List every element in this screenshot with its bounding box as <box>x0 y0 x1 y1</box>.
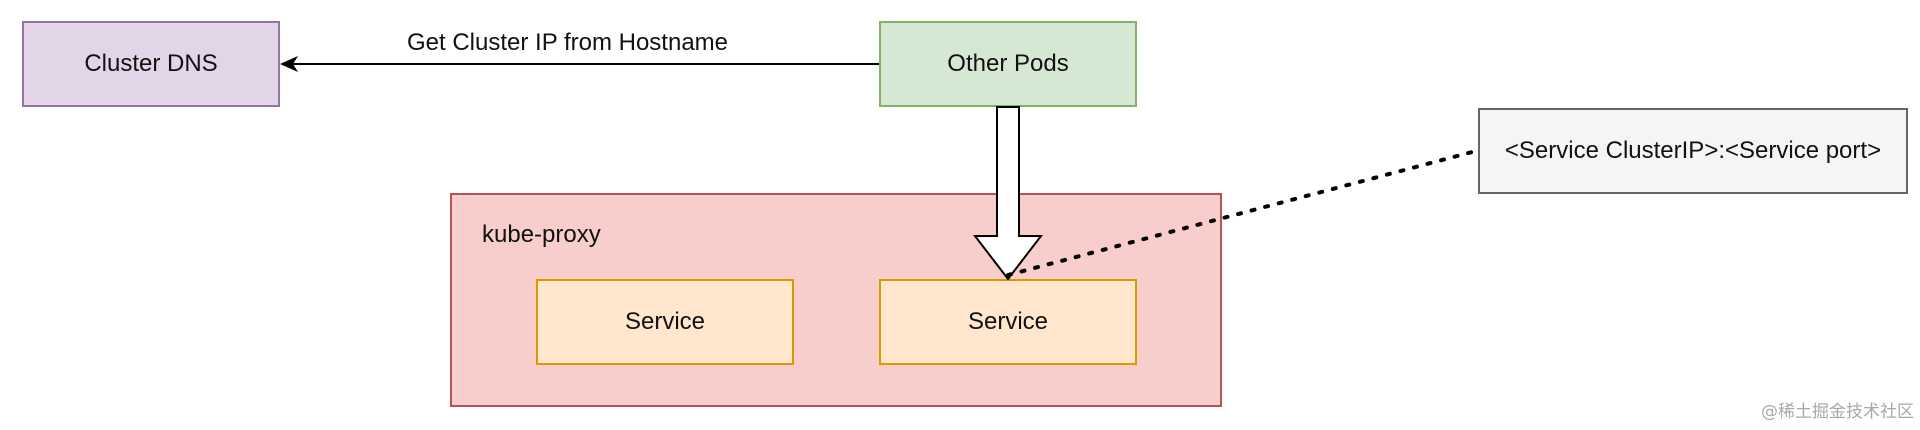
service-to-clusterip-dotted-edge <box>1006 149 1478 277</box>
cluster-dns-label: Cluster DNS <box>84 50 218 77</box>
dns-lookup-edge-label: Get Cluster IP from Hostname <box>407 29 728 56</box>
pods-to-service-block-arrow <box>972 106 1044 281</box>
kube-proxy-label: kube-proxy <box>482 221 601 248</box>
dns-lookup-arrowhead <box>280 56 298 72</box>
service-2-label: Service <box>967 308 1049 335</box>
service-node-1: Service <box>536 279 794 365</box>
other-pods-label: Other Pods <box>947 50 1069 77</box>
watermark: @稀土掘金技术社区 <box>1761 402 1914 422</box>
service-clusterip-note: <Service ClusterIP>:<Service port> <box>1478 108 1908 194</box>
other-pods-node: Other Pods <box>879 21 1137 107</box>
service-clusterip-label: <Service ClusterIP>:<Service port> <box>1504 137 1882 164</box>
service-1-label: Service <box>624 308 706 335</box>
cluster-dns-node: Cluster DNS <box>22 21 280 107</box>
service-node-2: Service <box>879 279 1137 365</box>
